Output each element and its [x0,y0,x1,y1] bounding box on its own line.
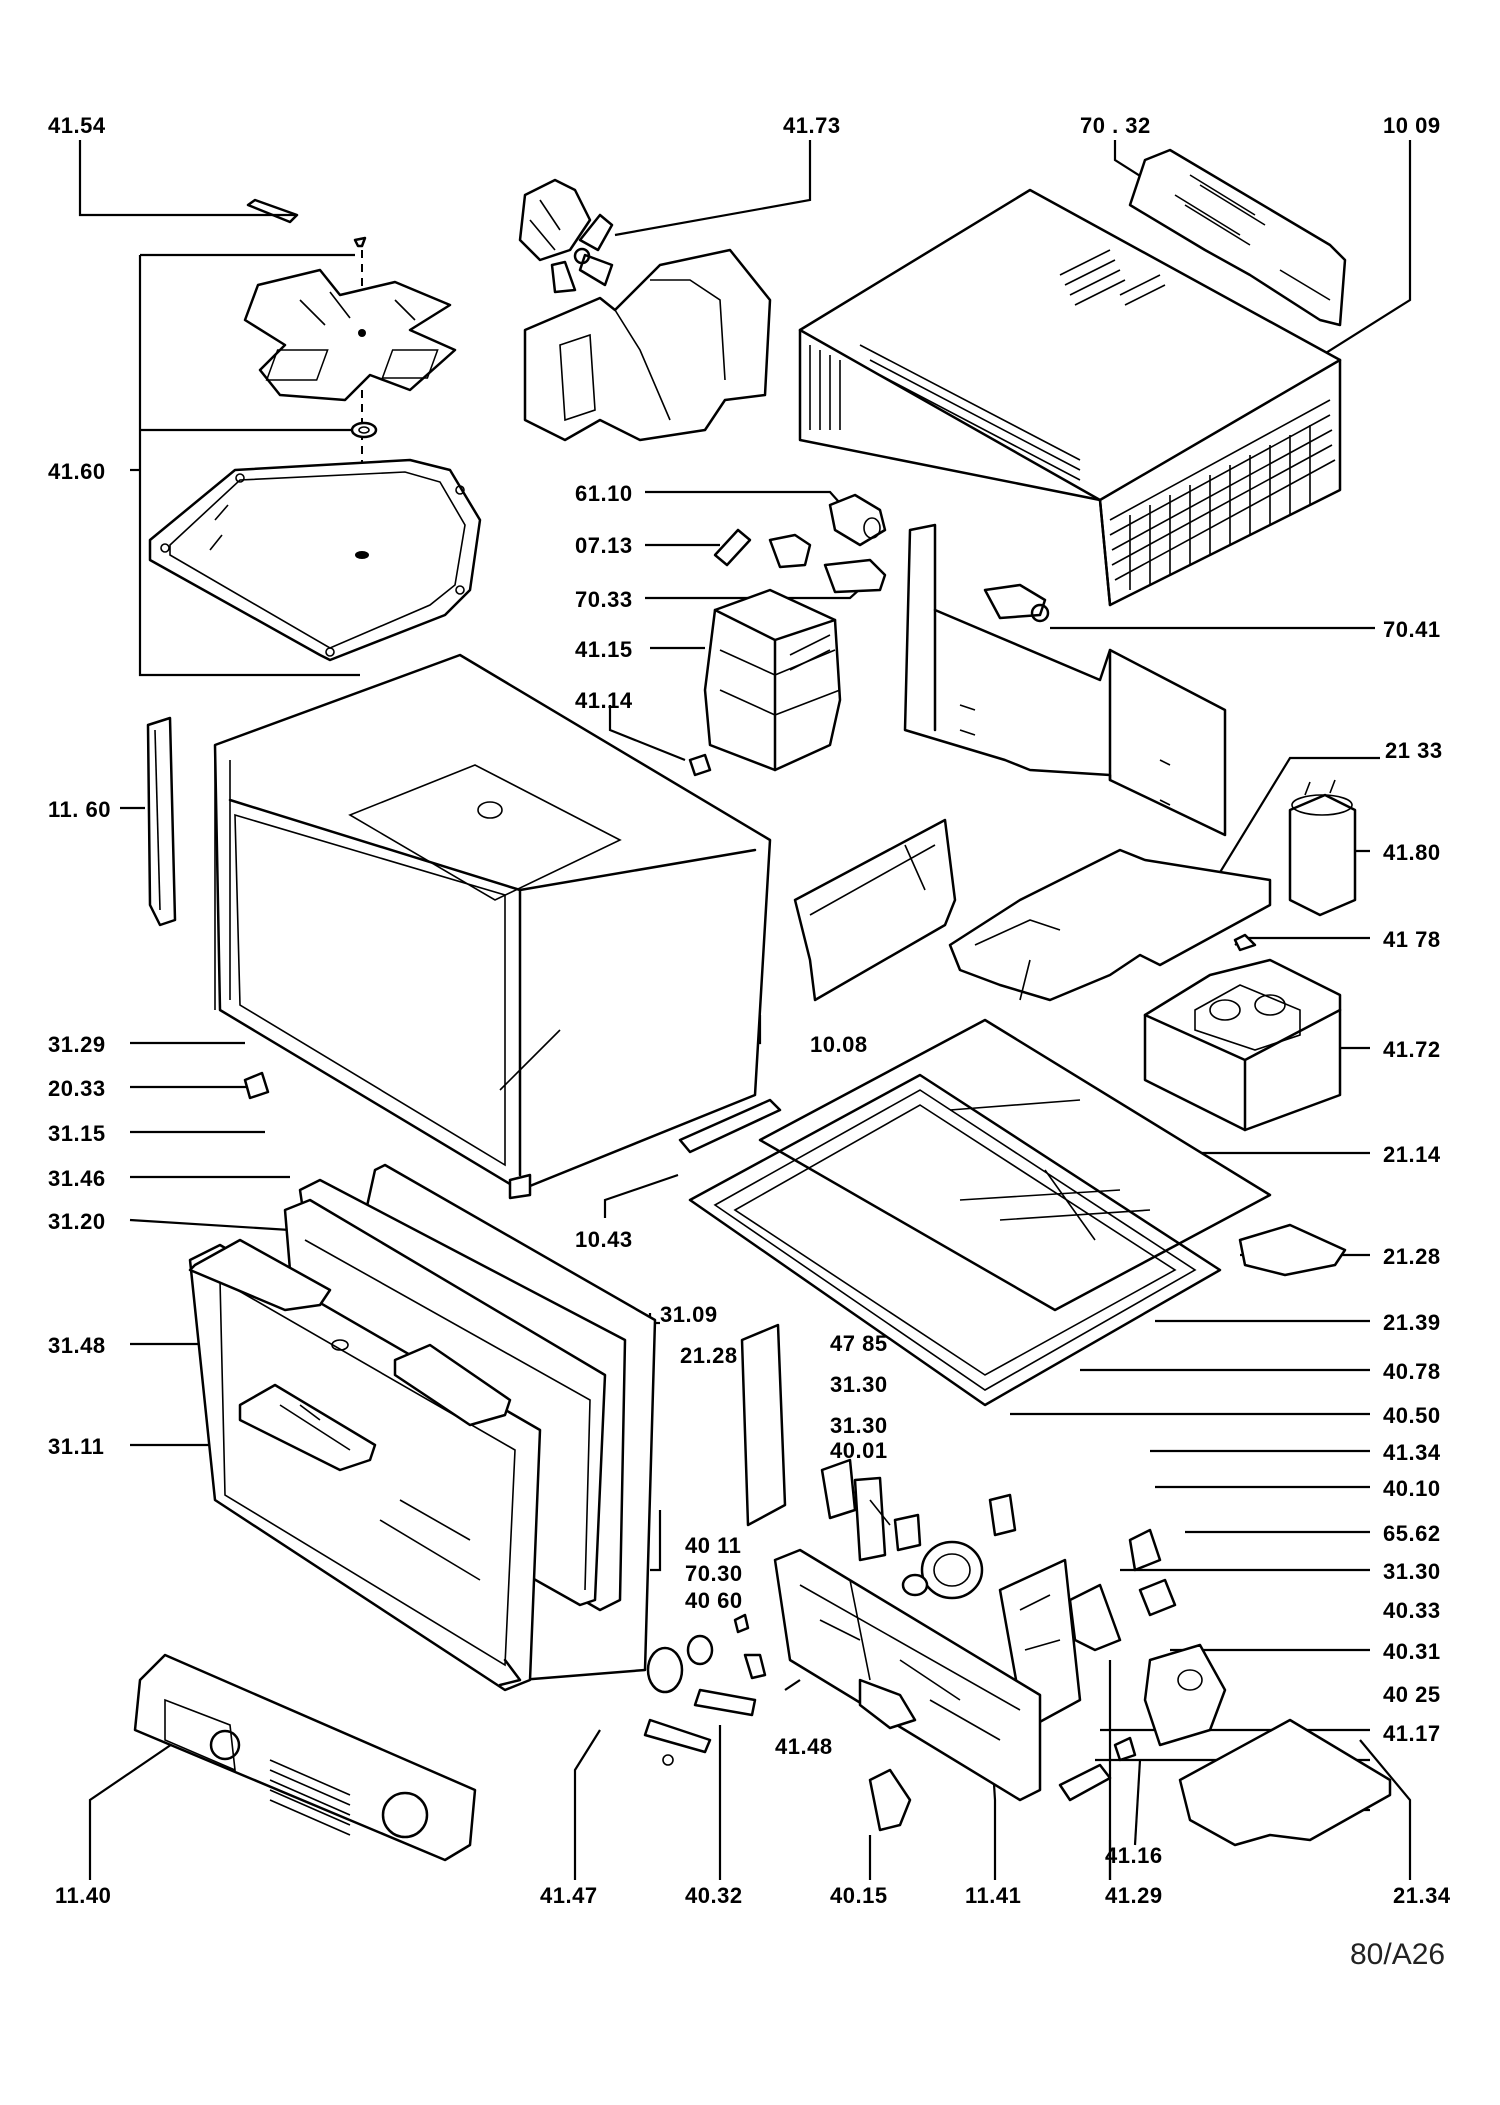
part-label-41-72: 41.72 [1383,1037,1441,1062]
part-label-41-47: 41.47 [540,1883,598,1908]
part-label-31-30c: 31.30 [1383,1559,1441,1584]
part-41-15-magnetron [688,588,842,777]
part-label-31-46: 31.46 [48,1166,106,1191]
part-label-11-41: 11.41 [965,1883,1022,1908]
part-label-31-30b: 31.30 [830,1413,888,1438]
part-label-40-32: 40.32 [685,1883,743,1908]
switch-cluster [820,1458,922,1562]
part-41-72-transformer [1143,933,1342,1132]
part-label-47-85: 47 85 [830,1331,888,1356]
part-21-39-door-frame [688,1073,1222,1407]
part-41-80-capacitor [1288,779,1357,917]
part-label-40-01: 40.01 [830,1438,888,1463]
part-label-40-50: 40.50 [1383,1403,1441,1428]
part-label-70-33: 70.33 [575,587,633,612]
part-label-10-08: 10.08 [810,1032,868,1057]
front-panel-vent [269,1759,351,1836]
part-label-31-09: 31.09 [660,1302,718,1327]
cabinet-top-vent-slots [1059,249,1166,306]
fuse-parts [1058,1736,1137,1802]
part-label-11-40: 11.40 [55,1883,112,1908]
part-label-41-15: 41.15 [575,637,633,662]
part-label-31-20: 31.20 [48,1209,106,1234]
part-label-31-48: 31.48 [48,1333,106,1358]
part-label-11-60: 11. 60 [48,797,111,822]
part-label-61-10: 61.10 [575,481,633,506]
part-label-40-31: 40.31 [1383,1639,1441,1664]
part-21-34-insulation [1178,1718,1392,1847]
part-41-60-turntable [148,236,482,662]
part-label-41-29: 41.29 [1105,1883,1163,1908]
small-electrical-components [713,493,1050,623]
part-11-60-side-strip [146,716,177,927]
part-label-41-48: 41.48 [775,1734,833,1759]
part-label-40-78: 40.78 [1383,1359,1441,1384]
part-label-21-14: 21.14 [1383,1142,1441,1167]
part-31-11-latch-block [238,1339,377,1472]
part-10-08-oven-cavity [213,653,772,1200]
part-20-33-block [243,1071,270,1100]
part-label-41-80: 41.80 [1383,840,1441,865]
part-21-28-left-plate [740,1323,787,1527]
part-41-54-clip [246,198,299,224]
part-11-41-control-chassis [773,1548,1042,1802]
part-label-70-32: 70 . 32 [1080,113,1151,138]
part-label-41-34: 41.34 [1383,1440,1441,1465]
cabinet-side-vents [1109,399,1336,590]
part-label-40-60: 40 60 [685,1588,743,1613]
side-panel-plate [793,818,957,1002]
part-label-31-29: 31.29 [48,1032,106,1057]
part-21-33-bracket [903,523,1272,1002]
part-label-10-09: 10 09 [1383,113,1441,138]
part-label-21-39: 21.39 [1383,1310,1441,1335]
part-11-40-front-panel [133,1653,477,1862]
part-label-41-54: 41.54 [48,113,106,138]
part-label-40-33: 40.33 [1383,1598,1441,1623]
part-label-07-13: 07.13 [575,533,633,558]
part-label-21-28a: 21.28 [1383,1244,1441,1269]
part-label-41-14: 41.14 [575,688,633,713]
part-label-41-73: 41.73 [783,113,841,138]
part-label-21-34: 21.34 [1393,1883,1451,1908]
part-label-31-11: 31.11 [48,1434,105,1459]
part-70-32-vent-cover [1128,148,1347,327]
part-label-41-60: 41.60 [48,459,106,484]
part-label-41-78: 41 78 [1383,927,1441,952]
part-label-21-33: 21 33 [1385,738,1443,763]
part-41-73-fan-and-duct [518,178,772,442]
part-label-40-15: 40.15 [830,1883,888,1908]
knob-assemblies [643,1613,912,1832]
part-label-65-62: 65.62 [1383,1521,1441,1546]
part-10-43-strip [678,1098,782,1154]
part-label-70-41: 70.41 [1383,617,1441,642]
part-label-20-33: 20.33 [48,1076,106,1101]
figure-reference: 80/A26 [1350,1938,1446,1971]
door-handle-top [188,1238,512,1427]
part-label-21-28b: 21.28 [680,1343,738,1368]
part-label-40-11: 40 11 [685,1533,742,1558]
part-21-28-plate [1238,1223,1347,1277]
part-10-09-outer-cabinet [798,188,1342,607]
part-label-70-30: 70.30 [685,1561,743,1586]
part-label-41-17: 41.17 [1383,1721,1441,1746]
part-label-41-16: 41.16 [1105,1843,1163,1868]
part-label-10-43: 10.43 [575,1227,633,1252]
part-label-40-25: 40 25 [1383,1682,1441,1707]
part-label-31-30a: 31.30 [830,1372,888,1397]
part-label-40-10: 40.10 [1383,1476,1441,1501]
part-label-31-15: 31.15 [48,1121,106,1146]
door-assembly [188,1163,657,1692]
